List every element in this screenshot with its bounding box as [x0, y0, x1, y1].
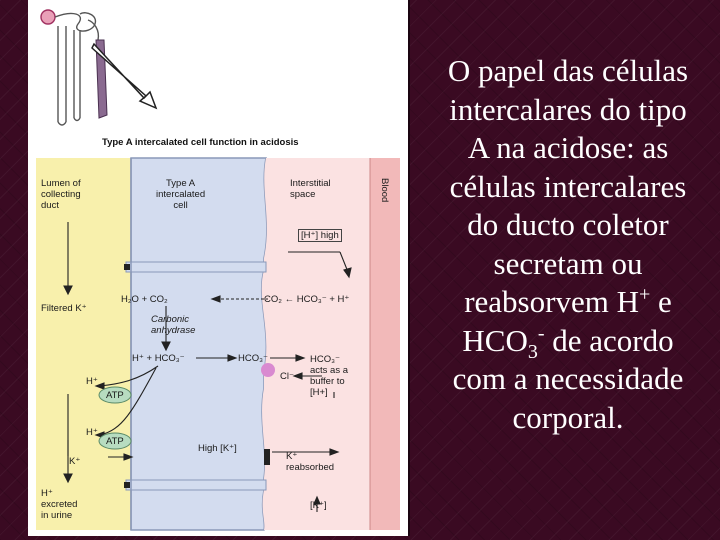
caption-line-7-sup: +	[638, 283, 651, 306]
excreted-label: H⁺ excreted in urine	[41, 488, 78, 521]
high-k-label: High [K⁺]	[198, 443, 237, 454]
caption-line-4: células intercalares	[449, 168, 687, 204]
blood-region	[370, 158, 400, 530]
arrows	[63, 222, 352, 512]
h2o-co2-label: H₂O + CO₂	[121, 294, 168, 305]
filtered-k-label: Filtered K⁺	[41, 303, 87, 314]
caption-line-8-a: HCO	[462, 322, 528, 358]
carbonic-anhydrase-label: Carbonic anhydrase	[151, 314, 196, 336]
lumen-label: Lumen of collecting duct	[41, 178, 81, 211]
caption-line-3: A na acidose: as	[467, 130, 669, 165]
tight-junction-top	[125, 261, 267, 273]
hco3-mid-label: HCO₃⁻	[238, 353, 268, 364]
figure-title: Type A intercalated cell function in aci…	[102, 137, 299, 148]
h-high-label: [H⁺] high	[298, 229, 342, 242]
atp-pump-2-icon	[98, 432, 132, 450]
interstitial-label: Interstitial space	[290, 178, 331, 200]
buffer-label: HCO₃⁻ acts as a buffer to [H+]	[310, 354, 349, 398]
cell-region	[130, 157, 268, 531]
atp-2-label: ATP	[106, 436, 124, 447]
caption-line-8-sub: 3	[527, 340, 538, 363]
atp-1-label: ATP	[106, 390, 124, 401]
caption-line-2: intercalares do tipo	[449, 91, 687, 127]
interstitial-region	[261, 158, 370, 530]
co2-hco3-label: CO₂ ← HCO₃⁻ + H⁺	[264, 294, 350, 305]
caption-line-7-b: e	[650, 284, 672, 319]
caption-line-1: O papel das células	[447, 53, 689, 88]
k-lumen-label: K⁺	[69, 456, 81, 467]
caption-line-8-b: de acordo	[544, 322, 674, 358]
cell-label: Type A intercalated cell	[156, 178, 206, 211]
caption-line-10: corporal.	[512, 399, 624, 435]
caption-line-8-sup: -	[537, 322, 545, 345]
caption-line-6: secretam ou	[493, 245, 643, 281]
caption-line-5: do ducto coletor	[467, 207, 669, 242]
caption-line-7: reabsorvem H+ e	[418, 283, 718, 322]
k-bottom-label: [K⁺]	[310, 500, 327, 511]
exchanger-icon	[261, 363, 275, 377]
k-channel-icon	[264, 449, 270, 465]
caption-line-9: com a necessidade	[452, 361, 684, 396]
lumen-region	[36, 158, 131, 530]
zoom-arrow-icon	[91, 42, 158, 110]
caption-line-7-a: reabsorvem H	[464, 284, 639, 319]
blood-label: Blood	[379, 178, 390, 203]
cl-label: Cl⁻	[280, 371, 294, 382]
h-hco3-label: H⁺ + HCO₃⁻	[132, 353, 185, 364]
k-reabsorbed-label: K⁺ reabsorbed	[286, 451, 335, 473]
intercalated-cell-figure: Type A intercalated cell function in aci…	[28, 0, 410, 536]
h-lumen-2-label: H⁺	[86, 427, 98, 438]
caption-line-8: HCO3- de acordo	[418, 322, 718, 363]
nephron-sketch	[40, 9, 100, 126]
tight-junction-bottom	[125, 479, 267, 491]
atp-pump-1-icon	[98, 386, 132, 404]
slide-caption: O papel das células intercalares do tipo…	[418, 52, 718, 437]
figure-graphics	[36, 9, 400, 531]
h-lumen-1-label: H⁺	[86, 376, 98, 387]
